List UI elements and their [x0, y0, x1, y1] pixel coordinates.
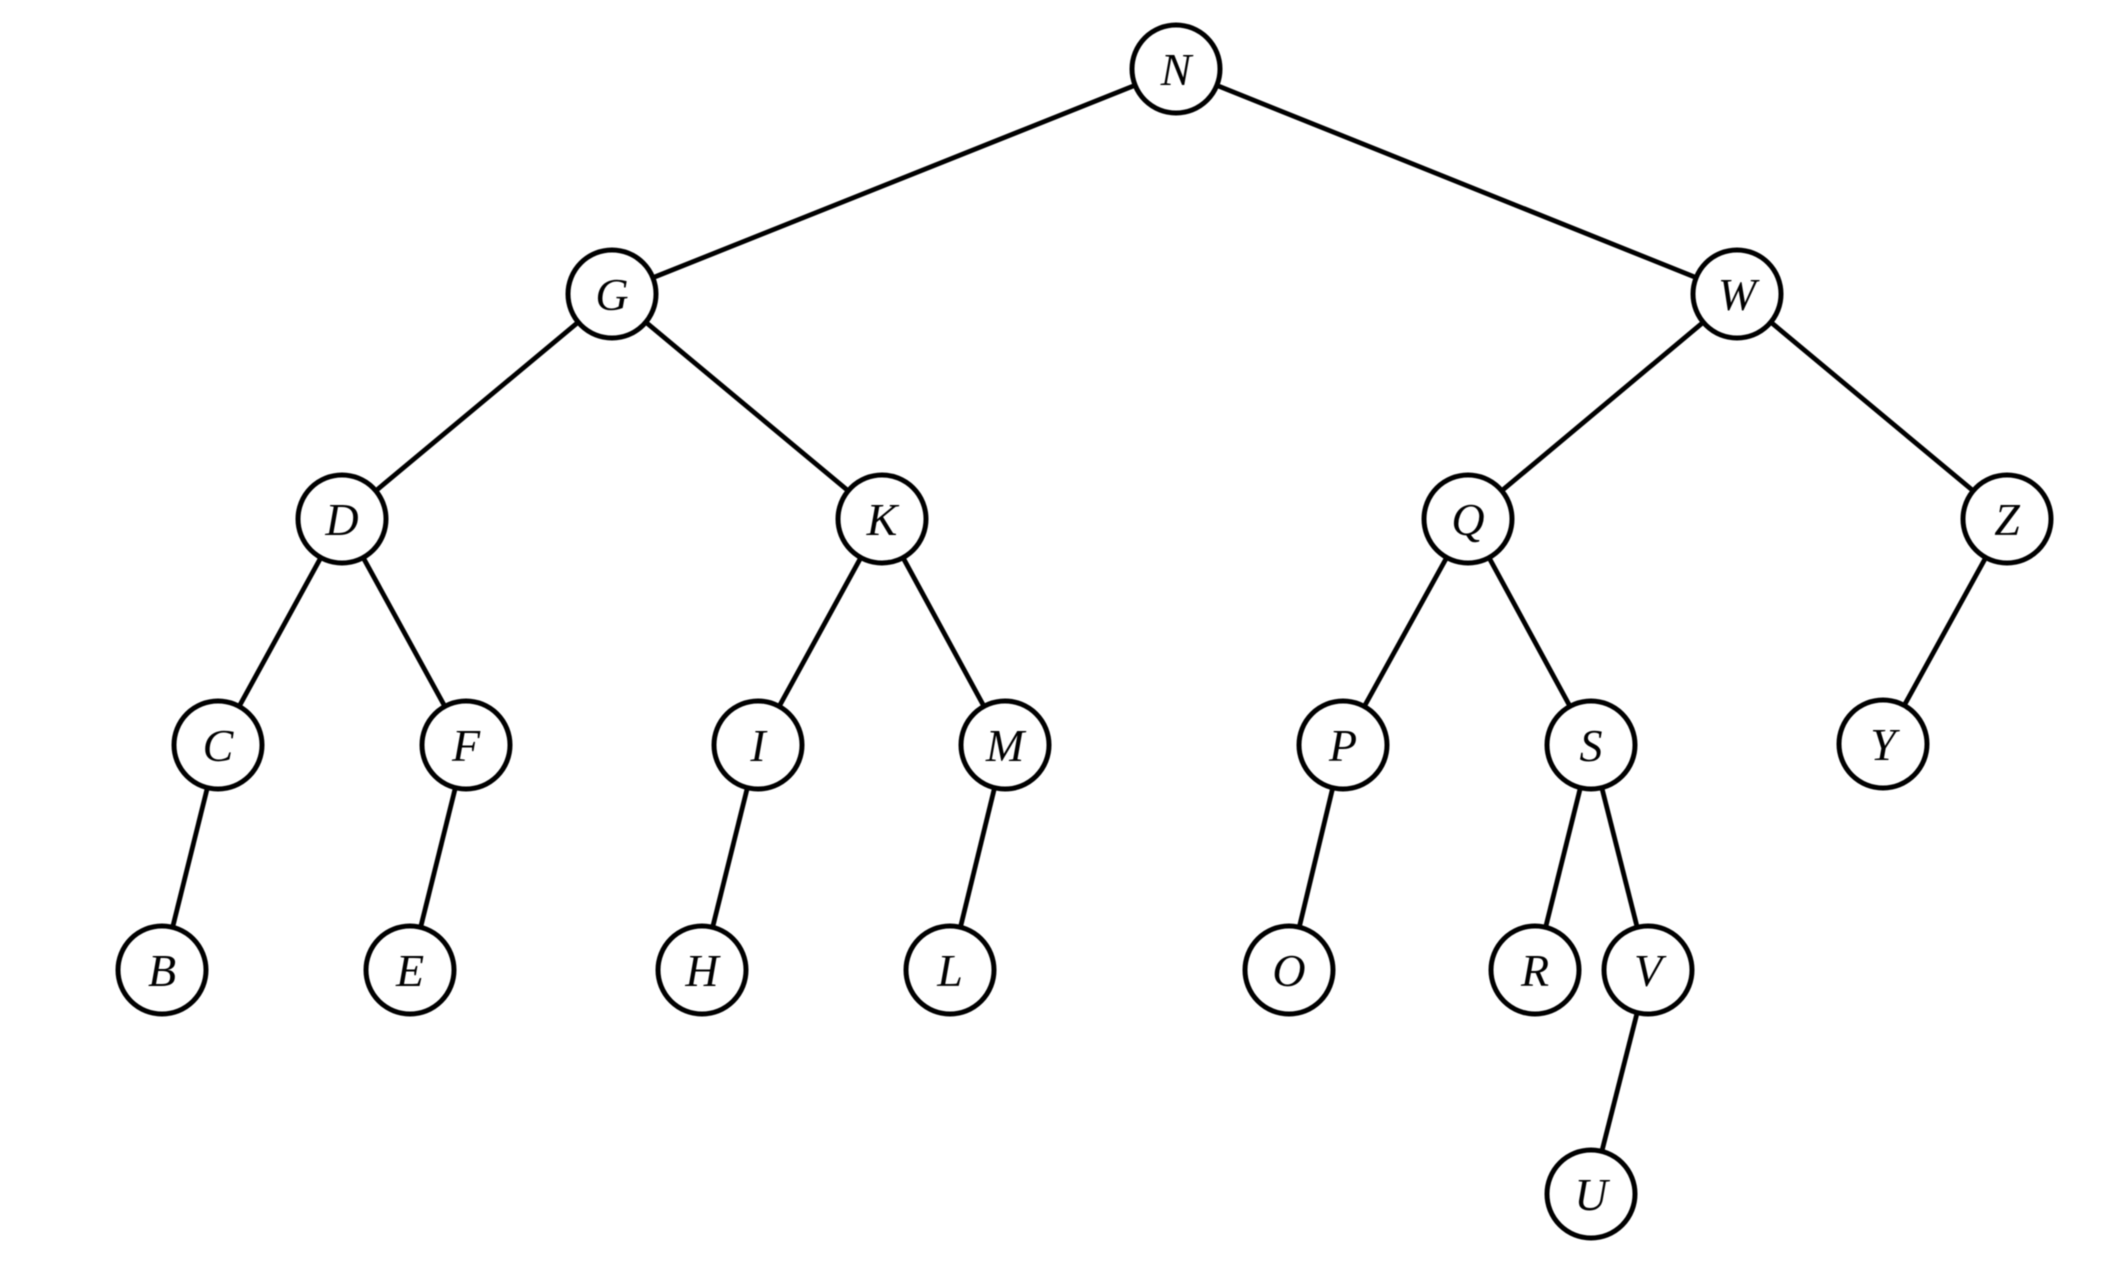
svg-text:N: N [1160, 44, 1194, 95]
svg-text:O: O [1272, 945, 1305, 996]
svg-text:B: B [148, 945, 176, 996]
svg-text:V: V [1634, 945, 1667, 996]
svg-text:U: U [1574, 1169, 1610, 1220]
svg-text:C: C [203, 720, 235, 771]
svg-text:I: I [749, 720, 768, 771]
svg-text:M: M [985, 720, 1027, 771]
svg-text:F: F [451, 720, 481, 771]
svg-text:W: W [1718, 269, 1760, 320]
svg-text:E: E [395, 945, 424, 996]
svg-text:P: P [1328, 720, 1357, 771]
svg-text:S: S [1580, 720, 1603, 771]
svg-text:Q: Q [1451, 494, 1484, 545]
svg-text:D: D [324, 494, 358, 545]
svg-text:L: L [936, 945, 963, 996]
svg-text:Y: Y [1870, 719, 1900, 770]
svg-text:Z: Z [1994, 494, 2020, 545]
svg-text:R: R [1520, 945, 1549, 996]
svg-text:K: K [866, 494, 900, 545]
svg-text:H: H [684, 945, 721, 996]
svg-text:G: G [595, 269, 628, 320]
